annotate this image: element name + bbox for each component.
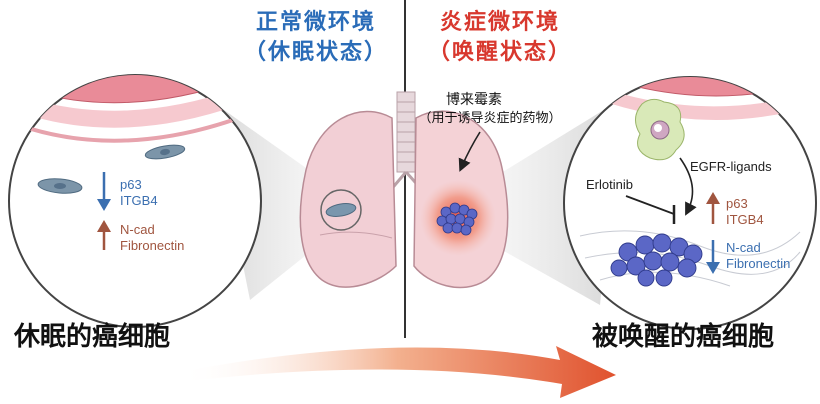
left-lung	[299, 110, 397, 288]
left-marker-fibronectin: Fibronectin	[120, 238, 184, 253]
left-marker-p63: p63	[120, 177, 142, 192]
egfr-ligands-label: EGFR-ligands	[690, 159, 772, 174]
right-marker-p63: p63	[726, 196, 748, 211]
left-zoom-panel: p63 ITGB4 N-cad Fibronectin	[8, 74, 262, 328]
up-arrow-icon	[97, 220, 111, 250]
right-marker-itgb4: ITGB4	[726, 212, 764, 227]
ligand-arrow	[679, 157, 697, 216]
left-marker-ncad: N-cad	[120, 222, 155, 237]
inflamed-subtitle: （唤醒状态）	[427, 39, 572, 65]
right-marker-fibronectin: Fibronectin	[726, 256, 790, 271]
right-zoom-panel: EGFR-ligands Erlotinib p63 ITGB4 N-cad F…	[563, 76, 817, 330]
up-arrow-icon-right	[706, 192, 720, 224]
inhibition-symbol	[625, 195, 676, 224]
erlotinib-label: Erlotinib	[586, 177, 633, 192]
down-arrow-icon-right	[706, 240, 720, 274]
normal-subtitle: （休眠状态）	[243, 39, 388, 65]
trachea	[380, 91, 432, 201]
drug-note-label: （用于诱导炎症的药物）	[418, 110, 561, 126]
immune-cell	[635, 98, 685, 161]
dormant-cell-circle	[320, 189, 362, 231]
awakened-tumor-cluster	[610, 233, 703, 287]
left-marker-itgb4: ITGB4	[120, 193, 158, 208]
normal-title: 正常微环境	[255, 9, 376, 35]
down-arrow-icon	[97, 172, 111, 211]
dormant-caption: 休眠的癌细胞	[14, 322, 171, 352]
dormant-cell	[325, 203, 357, 217]
drug-name-label: 博来霉素	[446, 91, 502, 108]
awakened-caption: 被唤醒的癌细胞	[592, 322, 775, 352]
drug-arrow	[458, 131, 481, 172]
progression-arrow	[180, 346, 616, 398]
inflamed-title: 炎症微环境	[439, 9, 560, 35]
tumor-cluster	[436, 202, 478, 236]
right-marker-ncad: N-cad	[726, 240, 761, 255]
